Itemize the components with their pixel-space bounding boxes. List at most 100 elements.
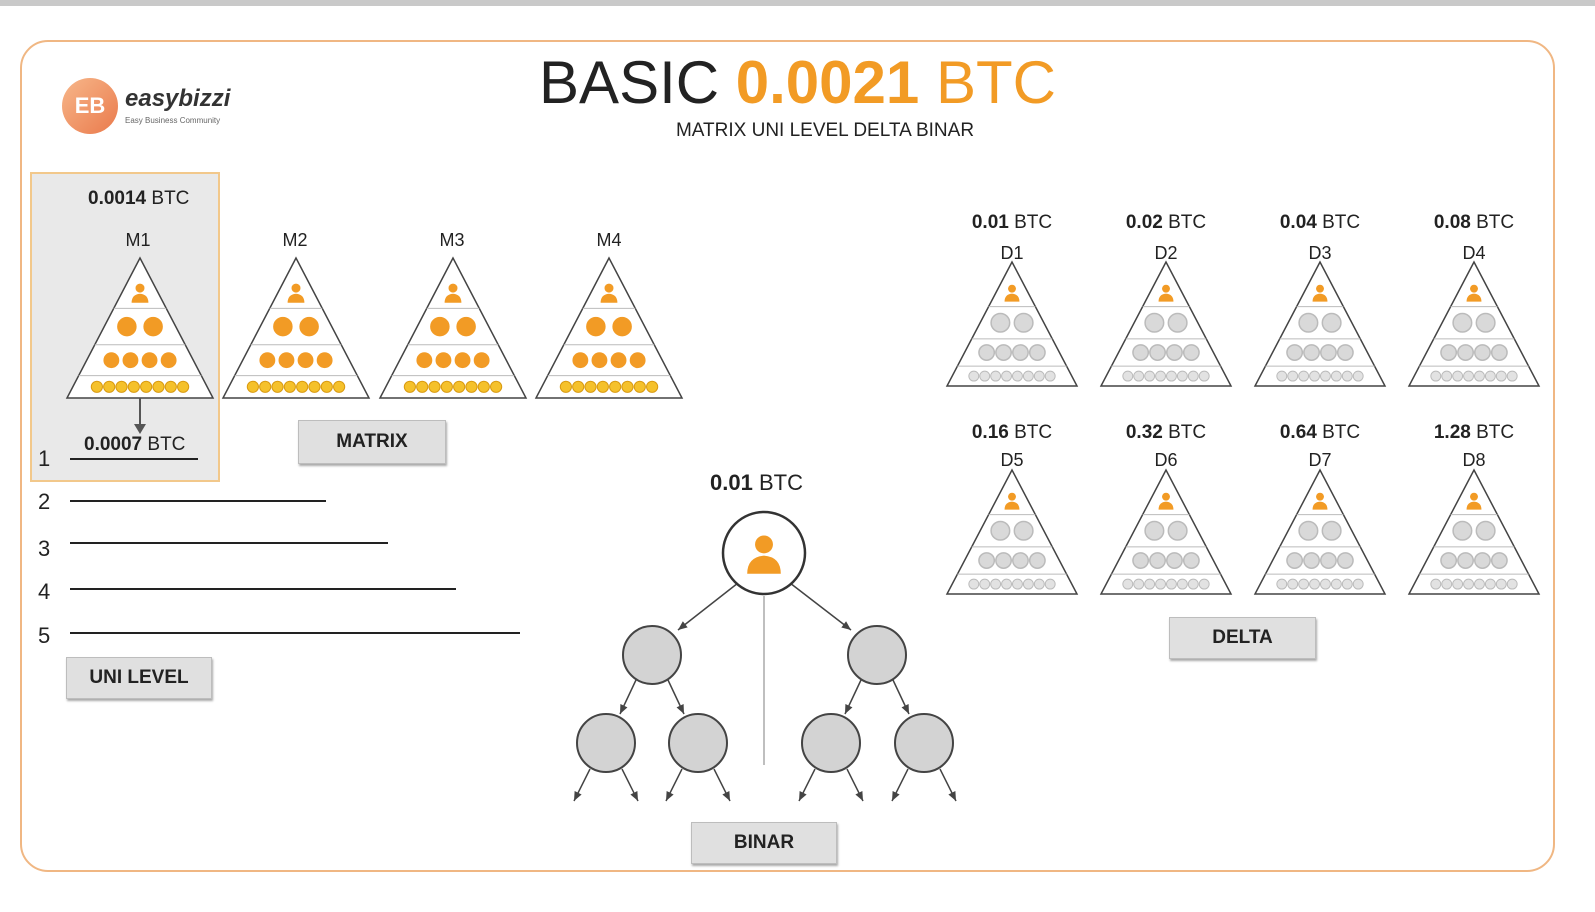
delta-pyramid-1-coin-icon-b0: [978, 344, 996, 361]
matrix-pyramid-2-coin-icon-a0: [271, 315, 295, 338]
binar-node-l1-1: [847, 625, 907, 685]
delta-pyramid-4-coin-icon-a1: [1475, 312, 1496, 333]
delta-pyramid-1-coin-icon-c1: [979, 370, 991, 382]
binar-node-l2-1: [668, 713, 728, 773]
delta-pyramid-3-coin-icon-c2: [1298, 370, 1310, 382]
delta-pyramid-5-coin-icon-b2: [1012, 552, 1029, 569]
matrix-pyramid-1-coin-icon-a0: [115, 315, 139, 338]
matrix-pyramid-1-coin-icon-c5: [152, 380, 165, 393]
delta-pyramid-4-coin-icon-c6: [1495, 370, 1507, 382]
delta-pyramid-4-person-icon-body: [1466, 293, 1482, 302]
unilevel-button[interactable]: UNI LEVEL: [66, 657, 212, 699]
delta-pyramid-1-coin-icon-a1: [1013, 312, 1034, 333]
matrix-pyramid-3-coin-icon-b2: [453, 350, 472, 370]
delta-pyramid-4-coin-icon-b3: [1490, 344, 1508, 361]
matrix-pyramid-4-coin-icon-a0: [584, 315, 608, 338]
delta-pyramid-5-coin-icon-c5: [1022, 578, 1034, 590]
delta-pyramid-4-coin-icon-c0: [1430, 370, 1442, 382]
matrix-pyramid-2-coin-icon-b2: [296, 350, 315, 370]
delta-pyramid-8-coin-icon-c4: [1473, 578, 1485, 590]
delta-pyramid-7-coin-icon-b0: [1286, 552, 1304, 569]
unilevel-number-1: 1: [38, 446, 51, 471]
matrix-pyramid-4-coin-icon-b2: [609, 350, 628, 370]
delta-pyramid-7-coin-icon-c7: [1352, 578, 1364, 590]
delta-pyramid-7-person-icon: [1316, 492, 1324, 501]
delta-pyramid-3-coin-icon-a0: [1298, 312, 1319, 333]
matrix-pyramid-4-person-icon-body: [600, 293, 618, 303]
binar-value: 0.01 BTC: [710, 470, 803, 495]
delta-pyramid-6-person-icon: [1162, 492, 1170, 501]
binar-edge-root-right-arrow-icon: [841, 621, 851, 630]
matrix-pyramid-3-person-icon: [448, 283, 458, 293]
binar-leaf-arrow-0b-arrow-icon: [630, 791, 638, 801]
matrix-pyramid-1-coin-icon-c4: [140, 380, 153, 393]
delta-pyramid-2-coin-icon-c0: [1122, 370, 1134, 382]
delta-pyramid-2-coin-icon-c5: [1176, 370, 1188, 382]
title-unit: BTC: [935, 49, 1056, 116]
delta-pyramid-4-coin-icon-b1: [1457, 344, 1474, 361]
matrix-button[interactable]: MATRIX: [298, 420, 446, 464]
delta-button[interactable]: DELTA: [1169, 617, 1316, 659]
matrix-pyramid-2-coin-icon-b3: [315, 350, 335, 370]
delta-pyramid-3-coin-icon-c7: [1352, 370, 1364, 382]
binar-edge-root-right: [789, 582, 852, 631]
delta-pyramid-6-coin-icon-c6: [1187, 578, 1199, 590]
delta-pyramid-2-person-icon: [1162, 284, 1170, 293]
delta-pyramid-5-coin-icon-c4: [1011, 578, 1023, 590]
delta-pyramid-8-coin-icon-a1: [1475, 520, 1496, 541]
matrix-payout-value: 0.0007 BTC: [84, 434, 186, 455]
binar-button[interactable]: BINAR: [691, 822, 837, 864]
matrix-pyramid-2-coin-icon-c6: [320, 380, 333, 393]
matrix-pyramid-3-coin-icon-c1: [416, 380, 429, 393]
matrix-pyramid-2-outline: [221, 256, 371, 399]
binar-leaf-arrow-2a-arrow-icon: [799, 791, 807, 801]
matrix-pyramid-4-coin-icon-c1: [572, 380, 585, 393]
delta-pyramid-5-coin-icon-c2: [990, 578, 1002, 590]
delta-pyramid-5-coin-icon-b3: [1028, 552, 1046, 569]
delta-pyramid-7-coin-icon-c3: [1309, 578, 1321, 590]
matrix-arrow-icon: [134, 424, 146, 434]
matrix-pyramid-3-coin-icon-c2: [428, 380, 441, 393]
delta-pyramid-4-outline: [1407, 260, 1541, 387]
delta-pyramid-3-coin-icon-c6: [1341, 370, 1353, 382]
delta-pyramid-7-coin-icon-b1: [1303, 552, 1320, 569]
binar-edge-root-left-arrow-icon: [678, 621, 688, 630]
unilevel-number-3: 3: [38, 536, 51, 561]
delta-pyramid-1-person-icon-body: [1004, 293, 1020, 302]
delta-pyramid-1-outline: [945, 260, 1079, 387]
matrix-label-m3: M3: [439, 230, 465, 250]
delta-pyramid-2-coin-icon-a1: [1167, 312, 1188, 333]
delta-pyramid-3-coin-icon-c5: [1330, 370, 1342, 382]
delta-pyramid-4-coin-icon-b0: [1440, 344, 1458, 361]
delta-pyramid-8-person-icon: [1470, 492, 1478, 501]
delta-pyramid-8-coin-icon-b1: [1457, 552, 1474, 569]
unilevel-line-1: [70, 458, 198, 460]
delta-pyramid-1-person-icon: [1008, 284, 1016, 293]
matrix-pyramid-4-coin-icon-c5: [621, 380, 634, 393]
delta-pyramid-2-coin-icon-c3: [1155, 370, 1167, 382]
main-frame: [20, 40, 1555, 872]
delta-pyramid-3-coin-icon-c0: [1276, 370, 1288, 382]
matrix-pyramid-4-coin-icon-c3: [596, 380, 609, 393]
unilevel-line-3: [70, 542, 388, 544]
matrix-pyramid-3-coin-icon-c3: [440, 380, 453, 393]
matrix-label-m4: M4: [596, 230, 622, 250]
delta-pyramid-7-coin-icon-c6: [1341, 578, 1353, 590]
binar-root-person-icon: [755, 535, 773, 554]
matrix-pyramid-1-coin-icon-a1: [141, 315, 165, 338]
delta-pyramid-3-coin-icon-b3: [1336, 344, 1354, 361]
binar-node-l2-0: [576, 713, 636, 773]
delta-pyramid-1-coin-icon-c6: [1033, 370, 1045, 382]
delta-pyramid-3-coin-icon-c4: [1319, 370, 1331, 382]
delta-pyramid-2-coin-icon-c1: [1133, 370, 1145, 382]
delta-pyramid-3-coin-icon-b2: [1320, 344, 1337, 361]
delta-label-d5: D5: [1000, 450, 1024, 470]
binar-leaf-arrow-1a-arrow-icon: [666, 791, 674, 801]
logo-icon: EB: [62, 78, 118, 134]
delta-pyramid-5-coin-icon-c6: [1033, 578, 1045, 590]
matrix-pyramid-2-coin-icon-a1: [297, 315, 321, 338]
delta-pyramid-1-coin-icon-b2: [1012, 344, 1029, 361]
delta-pyramid-6-coin-icon-c7: [1198, 578, 1210, 590]
binar-edge-l1-a-arrow-icon: [620, 704, 628, 714]
binar-edge-l1-c-arrow-icon: [845, 704, 853, 714]
